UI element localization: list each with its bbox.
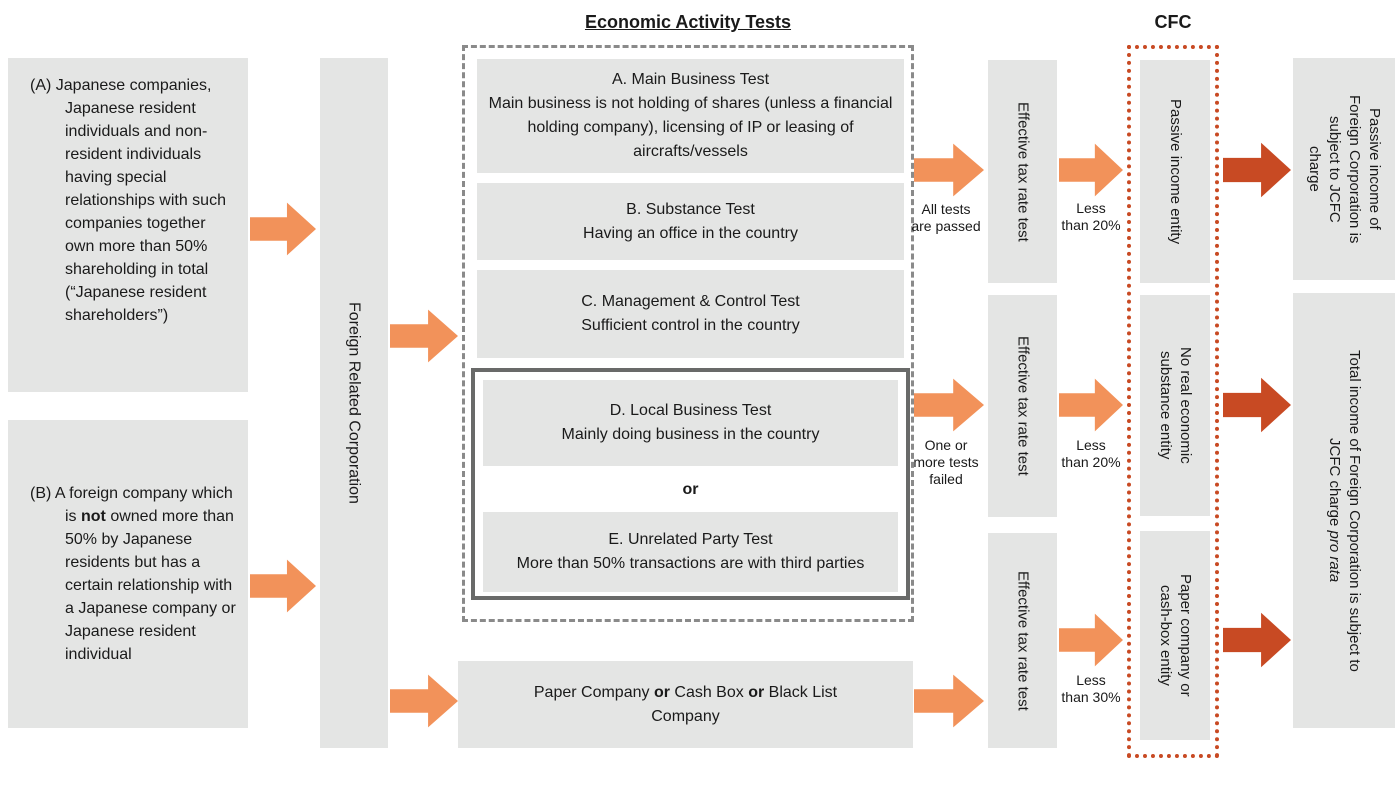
box-b-text-end: owned more than 50% by Japanese resident… [65, 508, 236, 663]
label-less-20-row1: Less than 20% [1061, 200, 1121, 233]
test-main-business-title: A. Main Business Test [611, 71, 770, 88]
box-b-text-bold: not [81, 508, 106, 525]
box-outcome-passive-income: Passive income of Foreign Corporation is… [1293, 58, 1395, 280]
test-main-business: A. Main Business Test Main business is n… [477, 59, 904, 173]
arrow-all-tests-passed-icon [914, 143, 984, 197]
box-b-prefix: (B) [30, 485, 52, 502]
test-management-control-desc: Sufficient control in the country [581, 317, 800, 334]
test-unrelated-party: E. Unrelated Party Test More than 50% tr… [483, 512, 898, 592]
frc-label: Foreign Related Corporation [345, 302, 363, 504]
box-paper-cashbox-blacklist-text: Paper Company or Cash Box or Black List … [513, 681, 858, 729]
test-local-business-text: D. Local Business Test Mainly doing busi… [562, 399, 820, 447]
label-tests-failed: One or more tests failed [913, 437, 979, 487]
label-less-30-row3: Less than 30% [1061, 672, 1121, 705]
paper-or-2: or [748, 683, 765, 701]
box-paper-cashbox-blacklist: Paper Company or Cash Box or Black List … [458, 661, 913, 748]
test-unrelated-party-text: E. Unrelated Party Test More than 50% tr… [517, 528, 865, 576]
no-substance-entity-label: No real economic substance entity [1157, 347, 1194, 464]
cfc-title-text: CFC [1154, 12, 1192, 32]
test-local-business: D. Local Business Test Mainly doing busi… [483, 380, 898, 466]
arrow-paper-to-etr-icon [914, 674, 984, 728]
etr-test-3-label: Effective tax rate test [1014, 570, 1032, 711]
outcome-total-income-prorata: pro rata [1326, 530, 1343, 583]
box-japanese-resident-shareholders: (A) Japanese companies, Japanese residen… [8, 58, 248, 392]
etr-test-2-label: Effective tax rate test [1014, 336, 1032, 476]
box-paper-cashbox-entity: Paper company or cash-box entity [1140, 531, 1210, 740]
arrow-less-20-row1-icon [1059, 143, 1123, 197]
box-etr-test-1: Effective tax rate test [988, 60, 1057, 283]
box-b-text-start: A foreign company which is [54, 485, 233, 525]
or-separator: or [483, 474, 898, 506]
paper-text-1: Paper Company [533, 683, 654, 701]
box-foreign-company-b: (B) A foreign company which is not owned… [8, 420, 248, 728]
outcome-passive-income-text: Passive income of Foreign Corporation is… [1306, 94, 1383, 244]
test-main-business-text: A. Main Business Test Main business is n… [477, 68, 904, 164]
box-outcome-total-income: Total income of Foreign Corporation is s… [1293, 293, 1395, 728]
label-all-tests-passed: All tests are passed [911, 201, 981, 234]
arrow-frc-to-paper-company-icon [390, 674, 458, 728]
outcome-total-income-text: Total income of Foreign Corporation is s… [1324, 350, 1364, 672]
test-substance-text: B. Substance Test Having an office in th… [583, 198, 798, 246]
arrow-b-to-frc-icon [250, 559, 316, 613]
box-etr-test-3: Effective tax rate test [988, 533, 1057, 748]
cfc-group [1127, 45, 1219, 758]
or-separator-text: or [682, 481, 699, 498]
test-unrelated-party-desc: More than 50% transactions are with thir… [516, 555, 865, 572]
economic-activity-tests-group [462, 45, 914, 622]
box-a-prefix: (A) [30, 77, 52, 94]
arrow-cashbox-to-outcome-icon [1223, 612, 1291, 668]
arrow-a-to-frc-icon [250, 202, 316, 256]
test-substance-desc: Having an office in the country [583, 224, 798, 242]
paper-text-3: Black List Company [651, 683, 838, 725]
test-local-business-desc: Mainly doing business in the country [561, 426, 820, 443]
test-management-control-title: C. Management & Control Test [581, 293, 800, 310]
box-etr-test-2: Effective tax rate test [988, 295, 1057, 517]
arrow-less-30-row3-icon [1059, 613, 1123, 667]
box-no-substance-entity: No real economic substance entity [1140, 295, 1210, 516]
paper-or-1: or [653, 683, 670, 701]
etr-test-1-label: Effective tax rate test [1014, 101, 1032, 242]
paper-text-2: Cash Box [669, 683, 749, 701]
test-substance: B. Substance Test Having an office in th… [477, 183, 904, 260]
arrow-tests-failed-icon [914, 378, 984, 432]
test-unrelated-party-title: E. Unrelated Party Test [608, 531, 773, 548]
test-local-business-title: D. Local Business Test [609, 402, 772, 419]
economic-activity-tests-title: Economic Activity Tests [462, 12, 914, 33]
test-management-control-text: C. Management & Control Test Sufficient … [581, 290, 800, 338]
economic-activity-tests-title-text: Economic Activity Tests [584, 12, 792, 32]
test-main-business-desc: Main business is not holding of shares (… [488, 95, 893, 160]
paper-cashbox-entity-label: Paper company or cash-box entity [1157, 574, 1194, 697]
box-a-paragraph: (A) Japanese companies, Japanese residen… [8, 58, 248, 327]
box-a-text: Japanese companies, Japanese resident in… [55, 77, 226, 324]
test-management-control: C. Management & Control Test Sufficient … [477, 270, 904, 358]
test-substance-title: B. Substance Test [626, 200, 755, 218]
box-passive-income-entity: Passive income entity [1140, 60, 1210, 283]
cfc-title: CFC [1127, 12, 1219, 33]
arrow-less-20-row2-icon [1059, 378, 1123, 432]
box-b-paragraph: (B) A foreign company which is not owned… [8, 482, 248, 666]
arrow-substance-to-outcome-icon [1223, 377, 1291, 433]
label-less-20-row2: Less than 20% [1061, 437, 1121, 470]
box-foreign-related-corporation: Foreign Related Corporation [320, 58, 388, 748]
passive-income-entity-label: Passive income entity [1167, 98, 1184, 245]
arrow-passive-to-outcome-icon [1223, 142, 1291, 198]
outcome-total-income-main: Total income of Foreign Corporation is s… [1326, 349, 1363, 672]
arrow-frc-to-tests-icon [390, 309, 458, 363]
